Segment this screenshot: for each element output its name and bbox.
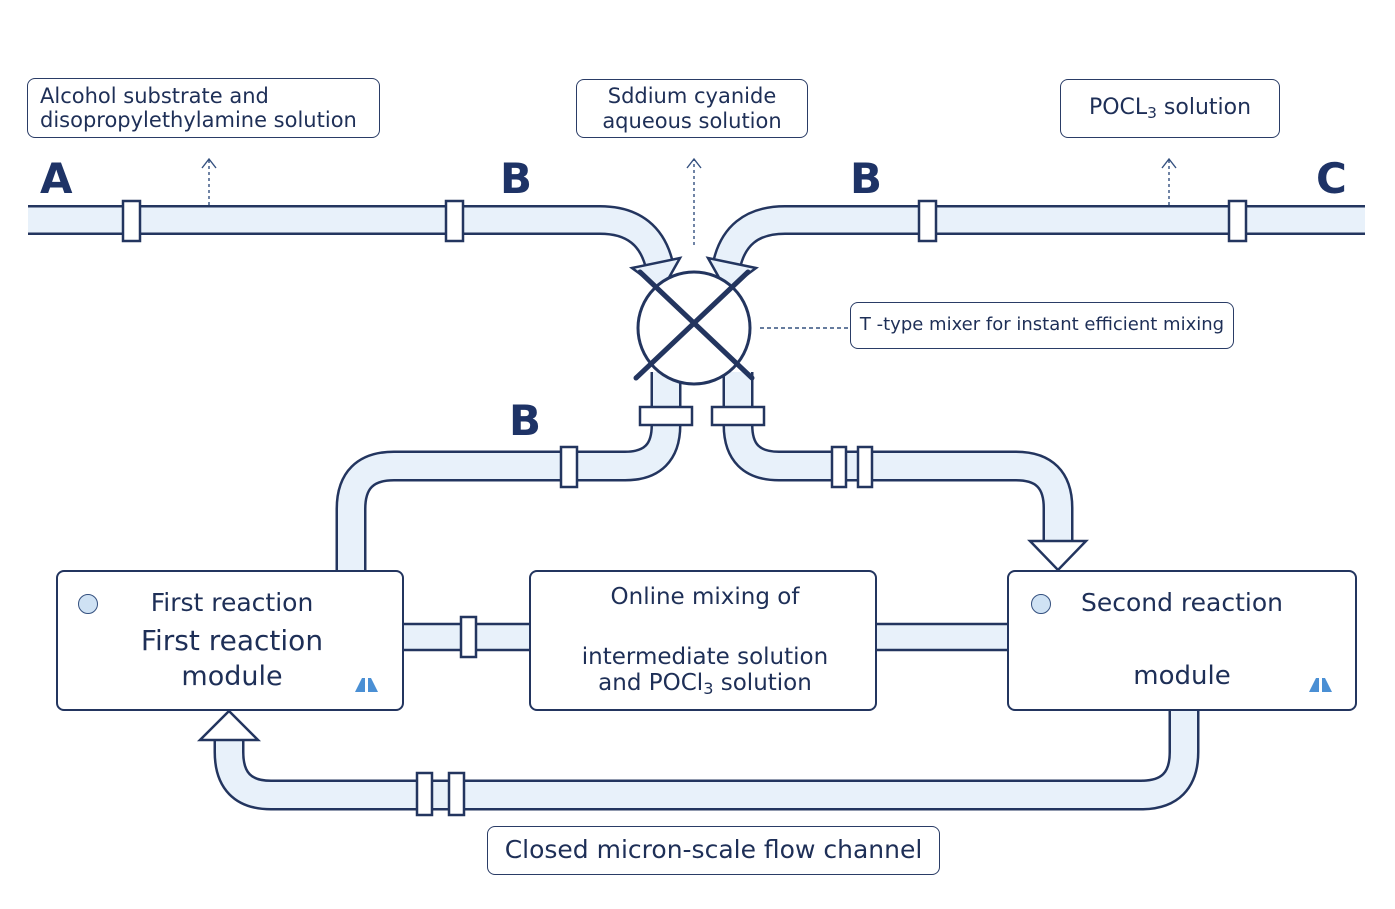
pipe-a-b (28, 205, 675, 272)
pipe-coupling (559, 445, 874, 489)
online-mixing-line3-prefix: and POCl (598, 670, 704, 696)
sodium-cyanide-label: Sddium cyanide aqueous solution (576, 79, 808, 138)
flow-arrow-up (196, 709, 262, 742)
first-module-line1: First reaction (150, 588, 314, 617)
flow-arrow-down (1027, 539, 1089, 572)
flow-channel-text: Closed micron-scale flow channel (504, 835, 923, 865)
second-reaction-module: Second reaction module (1007, 570, 1357, 711)
pipe-coupling (121, 199, 1248, 243)
online-mixing-line3-subscript: 3 (703, 679, 714, 699)
second-module-line1: Second reaction (1080, 588, 1283, 617)
alcohol-substrate-label: Alcohol substrate and disopropylethylami… (27, 78, 380, 138)
pocl3-solution-label: POCL3 solution (1060, 79, 1280, 138)
first-module-line2: First reaction (140, 624, 324, 657)
pipe-online-to-second (872, 622, 1012, 652)
pocl3-subscript: 3 (1147, 103, 1157, 122)
pocl3-suffix: solution (1156, 94, 1252, 120)
indicator-arrow (201, 157, 1177, 329)
mixer-label-text: T -type mixer for instant efficient mixi… (859, 314, 1225, 336)
stream-letter-b: B (509, 396, 542, 445)
first-reaction-module: First reaction First reaction module (56, 570, 404, 711)
mixer-label: T -type mixer for instant efficient mixi… (850, 302, 1234, 349)
mixer-outlet-collar (638, 405, 766, 427)
first-module-line3: module (181, 661, 283, 692)
online-mixing-module: Online mixing of intermediate solution a… (529, 570, 877, 711)
sodium-cyanide-line1: Sddium cyanide (607, 84, 777, 109)
t-type-mixer (633, 269, 755, 386)
flow-channel-label: Closed micron-scale flow channel (487, 826, 940, 875)
pipe-mixer-to-first-module (335, 372, 682, 570)
pocl3-prefix: POCL (1088, 94, 1148, 120)
status-dot (78, 594, 98, 614)
online-mixing-line1: Online mixing of (610, 584, 800, 610)
second-module-line2: module (1133, 661, 1231, 691)
sodium-cyanide-line2: aqueous solution (602, 108, 782, 133)
online-mixing-line3: and POCl3 solution (531, 670, 879, 698)
stream-letter-a: A (40, 154, 73, 203)
pipe-mixer-to-second-module (722, 372, 1074, 545)
pipe-coupling (415, 771, 466, 817)
pipe-b-c (711, 205, 1365, 272)
online-mixing-line3-suffix: solution (713, 670, 812, 696)
stream-letter-c: C (1316, 154, 1347, 203)
pipe-first-to-online (400, 615, 534, 659)
pipe-return-loop (213, 708, 1200, 811)
module-icon (1309, 678, 1332, 692)
module-icon (355, 678, 378, 692)
alcohol-substrate-line1: Alcohol substrate and (40, 83, 269, 108)
stream-letter-b: B (850, 154, 883, 203)
online-mixing-line2: intermediate solution (581, 644, 829, 670)
stream-letter-b: B (500, 154, 533, 203)
status-dot (1031, 594, 1051, 614)
alcohol-substrate-line2: disopropylethylamine solution (40, 108, 357, 132)
